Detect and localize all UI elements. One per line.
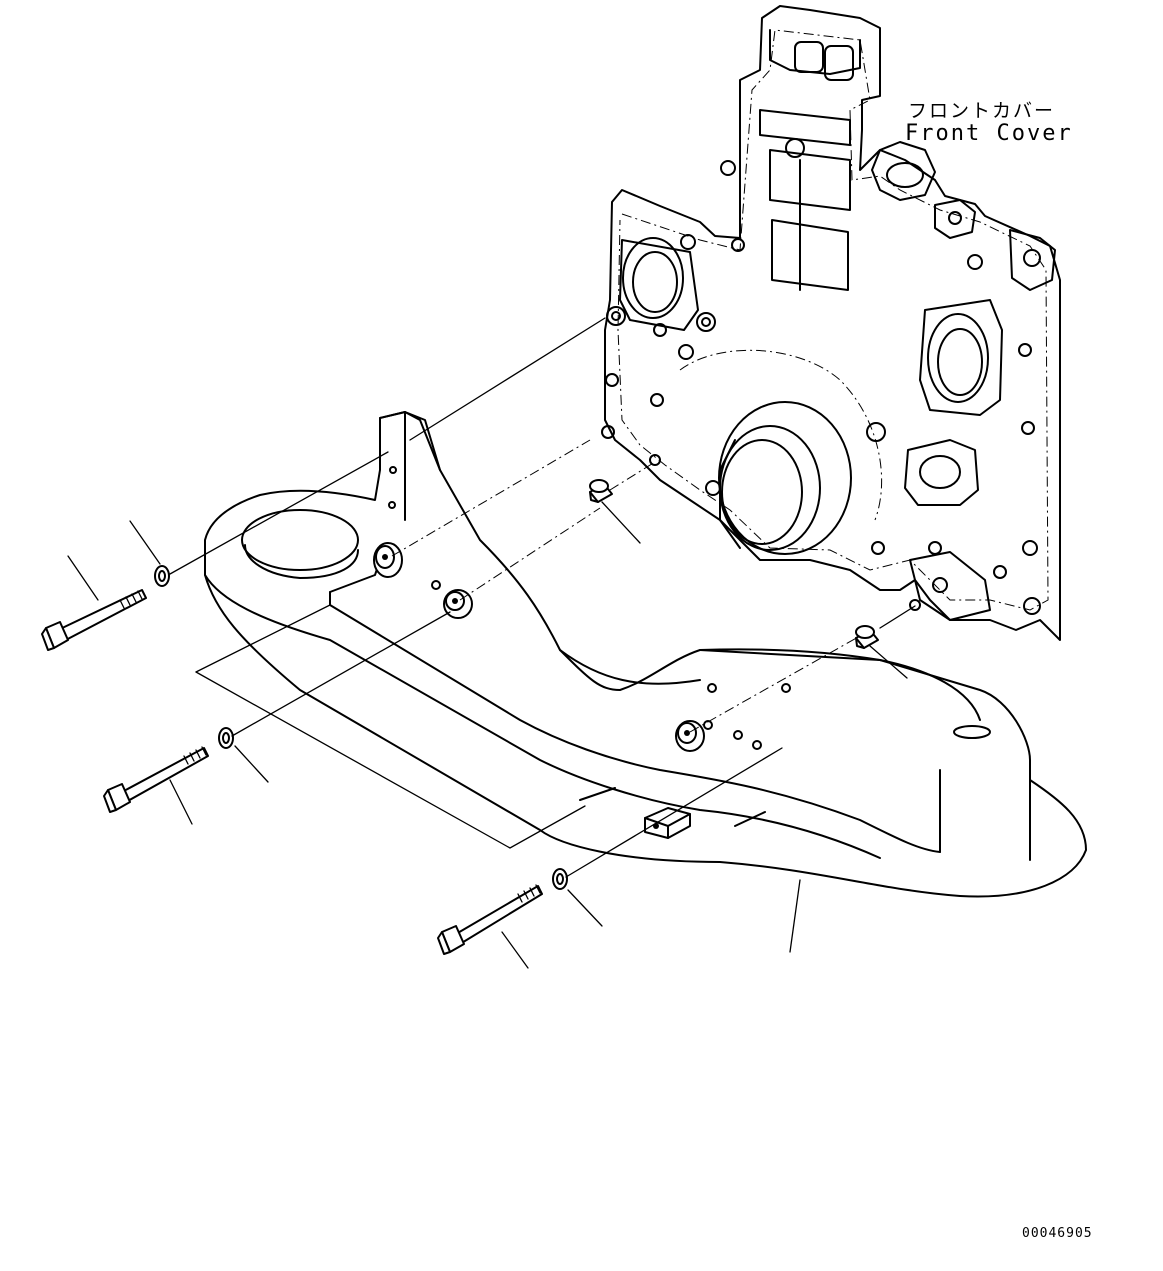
leader-lines	[67, 501, 908, 969]
dowel-pin-upper	[589, 479, 613, 503]
bolt-lower	[437, 884, 543, 955]
drawing-number: 00046905	[1022, 1226, 1093, 1241]
washer-upper	[154, 565, 170, 587]
front-support-bracket	[204, 411, 1087, 898]
part-label-japanese: フロントカバー	[908, 100, 1056, 122]
part-label-english: Front Cover	[905, 121, 1073, 146]
front-cover	[601, 5, 1061, 641]
dowel-pin-lower	[855, 625, 879, 649]
bolt-middle	[103, 746, 209, 813]
assembly-lines	[169, 317, 916, 878]
bolt-upper	[41, 589, 147, 651]
washer-middle	[218, 727, 234, 749]
washer-lower	[552, 868, 568, 890]
